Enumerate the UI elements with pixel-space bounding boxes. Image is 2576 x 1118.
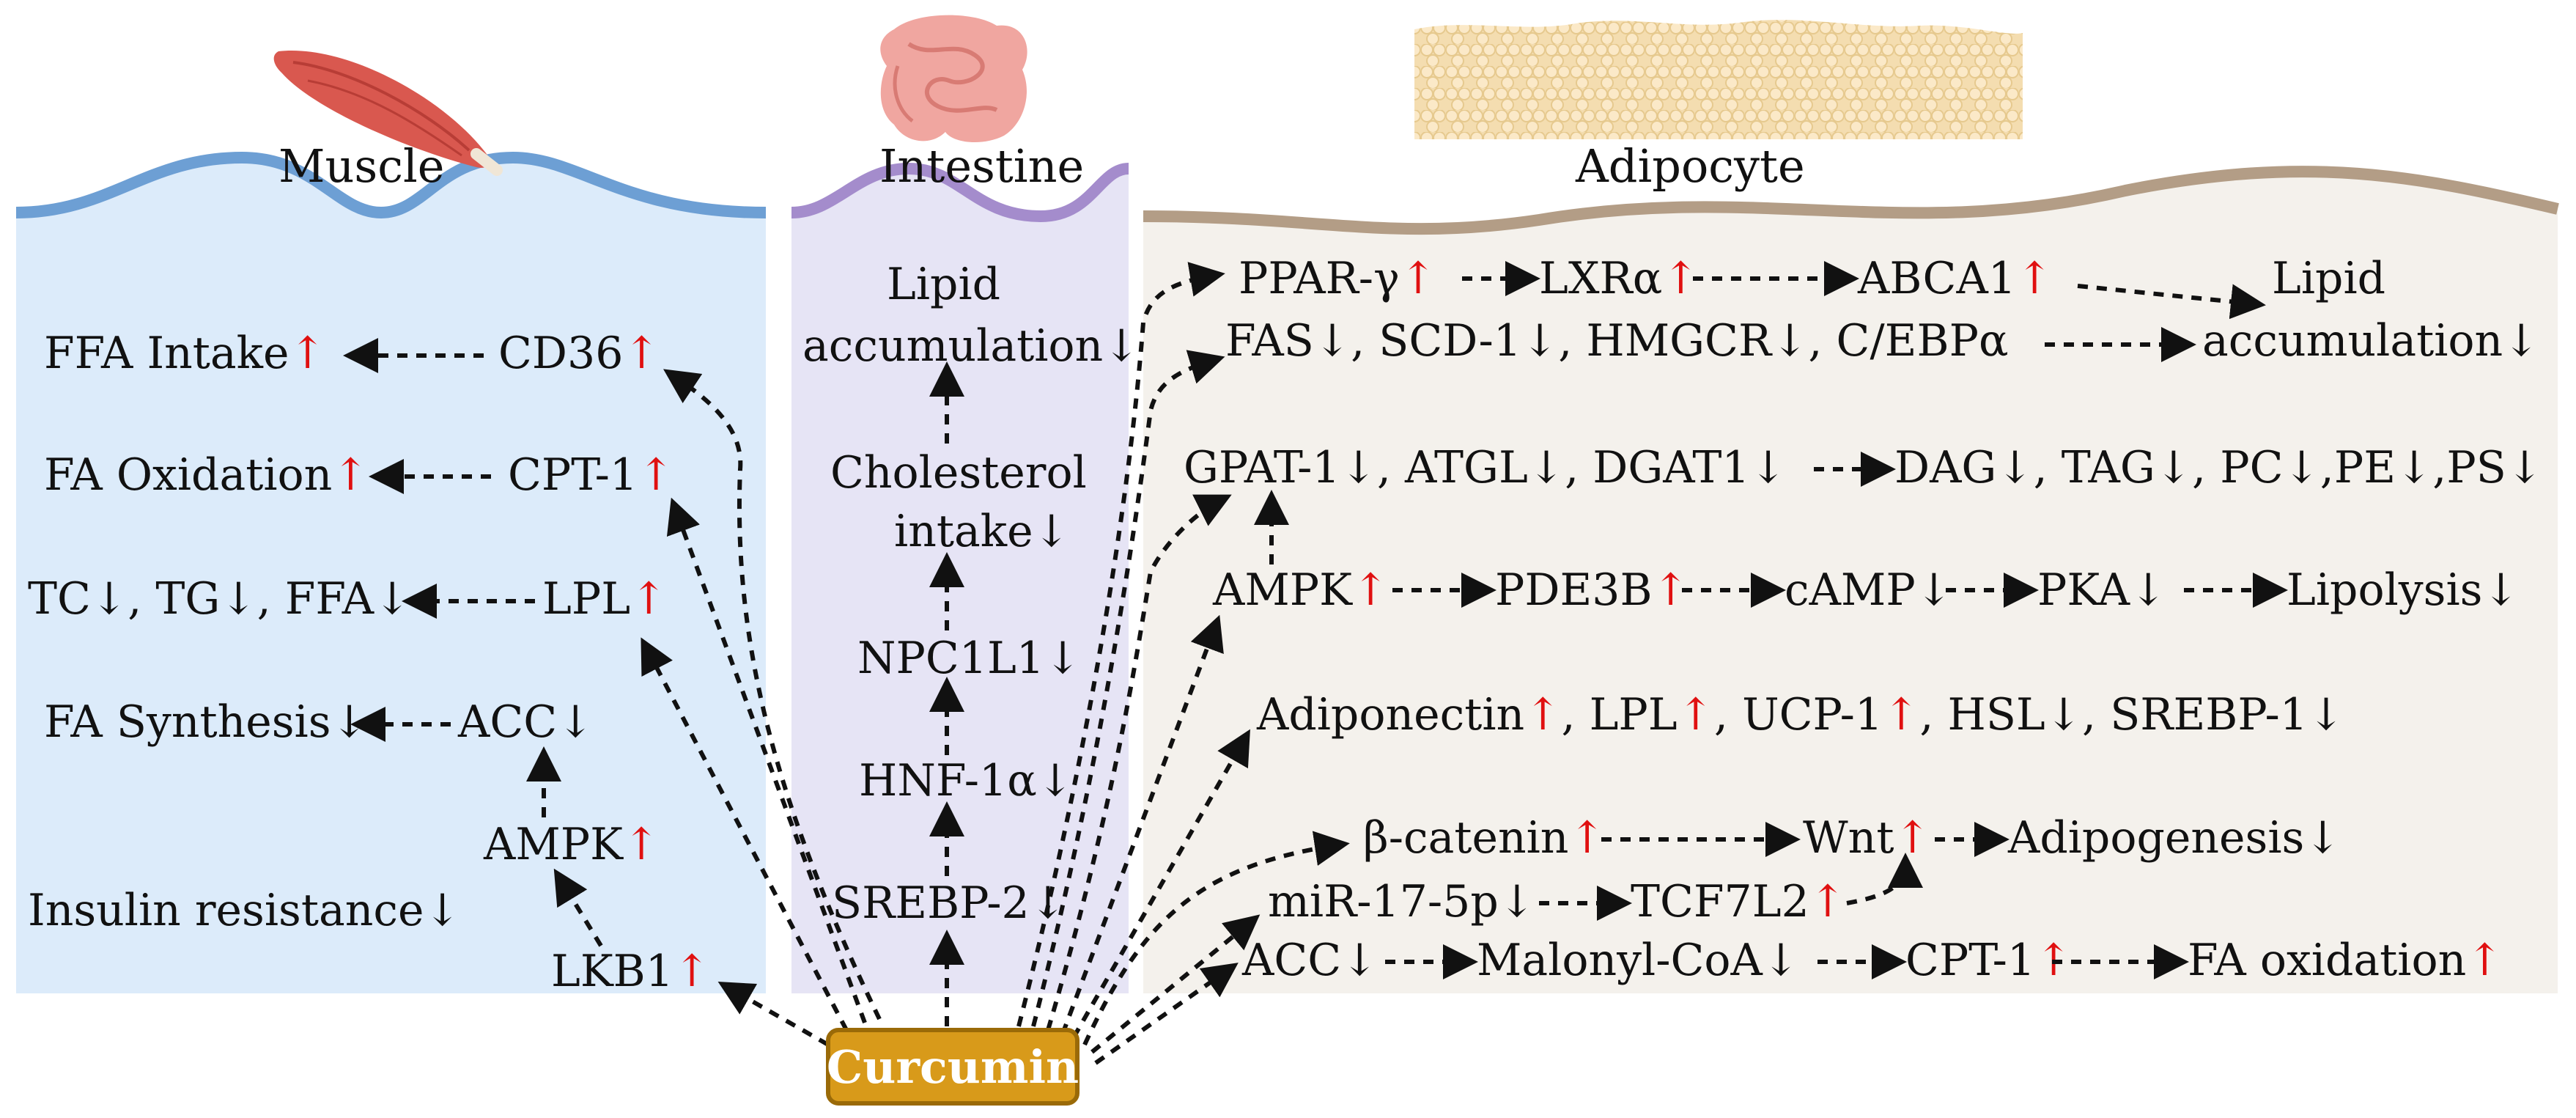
insulin-resistance-label: Insulin resistance↓ xyxy=(28,885,461,936)
tc-tg-ffa-label: TC↓, TG↓, FFA↓ xyxy=(28,573,410,625)
intestine-title: Intestine xyxy=(879,139,1084,193)
beta-catenin-label: β-catenin↑ xyxy=(1363,812,1606,864)
ppar-gamma-label: PPAR-γ↑ xyxy=(1239,253,1436,304)
srebp2-label: SREBP-2↓ xyxy=(832,878,1066,929)
adipogenesis-label: Adipogenesis↓ xyxy=(2007,812,2341,864)
fa-oxidation-adipocyte-label: FA oxidation↑ xyxy=(2188,935,2503,986)
fas-scd-hmgcr-cebpa-label: FAS↓, SCD-1↓, HMGCR↓, C/EBPα xyxy=(1225,315,2008,367)
arrow-curcumin-to-gpat xyxy=(1046,494,1232,1031)
adipocyte-ampk-label: AMPK↑ xyxy=(1212,564,1389,616)
adipocyte-labels: PPAR-γ↑ LXRα↑ ABCA1↑ Lipid accumulation↓… xyxy=(1184,253,2543,986)
adipocyte-lipid-line1: Lipid xyxy=(2272,253,2385,304)
muscle-panel xyxy=(15,151,767,993)
abca1-label: ABCA1↑ xyxy=(1857,253,2053,304)
ffa-intake-label: FFA Intake↑ xyxy=(44,328,326,379)
pde3b-label: PDE3B↑ xyxy=(1495,564,1689,616)
adipocyte-panel xyxy=(1143,166,2559,993)
arrow-curcumin-to-acc xyxy=(1094,963,1239,1065)
arrow-curcumin-to-mir xyxy=(1090,914,1261,1054)
adipocyte-cpt1-label: CPT-1↑ xyxy=(1905,935,2072,986)
muscle-acc-label: ACC↓ xyxy=(457,696,594,748)
dag-tag-pc-pe-ps-label: DAG↓, TAG↓, PC↓,PE↓,PS↓ xyxy=(1894,442,2543,493)
mir-17-5p-label: miR-17-5p↓ xyxy=(1268,876,1535,927)
lkb1-label: LKB1↑ xyxy=(551,946,710,997)
muscle-labels: FFA Intake↑ CD36↑ FA Oxidation↑ CPT-1↑ T… xyxy=(28,328,710,997)
cholesterol-intake-line2: intake↓ xyxy=(894,506,1070,557)
adipocyte-lipid-line2: accumulation↓ xyxy=(2202,315,2539,367)
arrow-curcumin-to-lpl xyxy=(641,637,849,1031)
lipolysis-label: Lipolysis↓ xyxy=(2287,564,2520,616)
adipocyte-title: Adipocyte xyxy=(1575,139,1805,193)
arrow-curcumin-to-adiponectin xyxy=(1071,729,1250,1039)
malonyl-coa-label: Malonyl-CoA↓ xyxy=(1477,935,1799,986)
fa-synthesis-label: FA Synthesis↓ xyxy=(44,696,368,748)
gpat-atgl-dgat1-label: GPAT-1↓, ATGL↓, DGAT1↓ xyxy=(1184,442,1787,493)
curcumin-node: Curcumin xyxy=(826,1028,1080,1106)
muscle-lpl-label: LPL↑ xyxy=(542,573,667,625)
arrow-curcumin-to-ampk xyxy=(1060,614,1224,1035)
lipid-accumulation-line2: accumulation↓ xyxy=(802,320,1140,372)
curcumin-box xyxy=(826,1028,1080,1106)
muscle-title: Muscle xyxy=(278,139,444,193)
arrow-curcumin-to-ppar xyxy=(1016,262,1225,1027)
pathway-arrows xyxy=(343,261,2288,1065)
cd36-label: CD36↑ xyxy=(498,328,660,379)
arrow-curcumin-to-lkb1 xyxy=(717,982,830,1047)
adiponectin-line-label: Adiponectin↑, LPL↑, UCP-1↑, HSL↓, SREBP-… xyxy=(1256,689,2344,740)
curcumin-label: Curcumin xyxy=(827,1040,1079,1094)
pka-label: PKA↓ xyxy=(2037,564,2166,616)
muscle-ampk-label: AMPK↑ xyxy=(483,819,660,870)
intestine-illustration-icon xyxy=(880,15,1027,143)
npc1l1-label: NPC1L1↓ xyxy=(857,633,1081,684)
fa-oxidation-label: FA Oxidation↑ xyxy=(44,449,369,501)
arrow-lkb1-to-ampk xyxy=(553,868,603,947)
wnt-label: Wnt↑ xyxy=(1803,812,1931,864)
muscle-illustration-icon xyxy=(273,51,503,176)
intestine-labels: Lipid accumulation↓ Cholesterol intake↓ … xyxy=(802,259,1140,929)
lipid-accumulation-line1: Lipid xyxy=(887,259,1000,310)
arrow-curcumin-to-bcatenin xyxy=(1082,831,1350,1046)
adipose-tissue-illustration-icon xyxy=(1414,20,2023,139)
hnf1a-label: HNF-1α↓ xyxy=(859,755,1074,806)
muscle-cpt1-label: CPT-1↑ xyxy=(508,449,674,501)
tcf7l2-label: TCF7L2↑ xyxy=(1631,876,1846,927)
cholesterol-intake-line1: Cholesterol xyxy=(830,447,1087,499)
arrow-curcumin-to-cd36 xyxy=(663,369,882,1020)
arrow-curcumin-to-cpt1 xyxy=(666,497,867,1024)
arrow-curcumin-to-fas xyxy=(1031,350,1225,1027)
adipocyte-acc-label: ACC↓ xyxy=(1241,935,1378,986)
camp-label: cAMP↓ xyxy=(1785,564,1952,616)
lxr-alpha-label: LXRα↑ xyxy=(1539,253,1700,304)
